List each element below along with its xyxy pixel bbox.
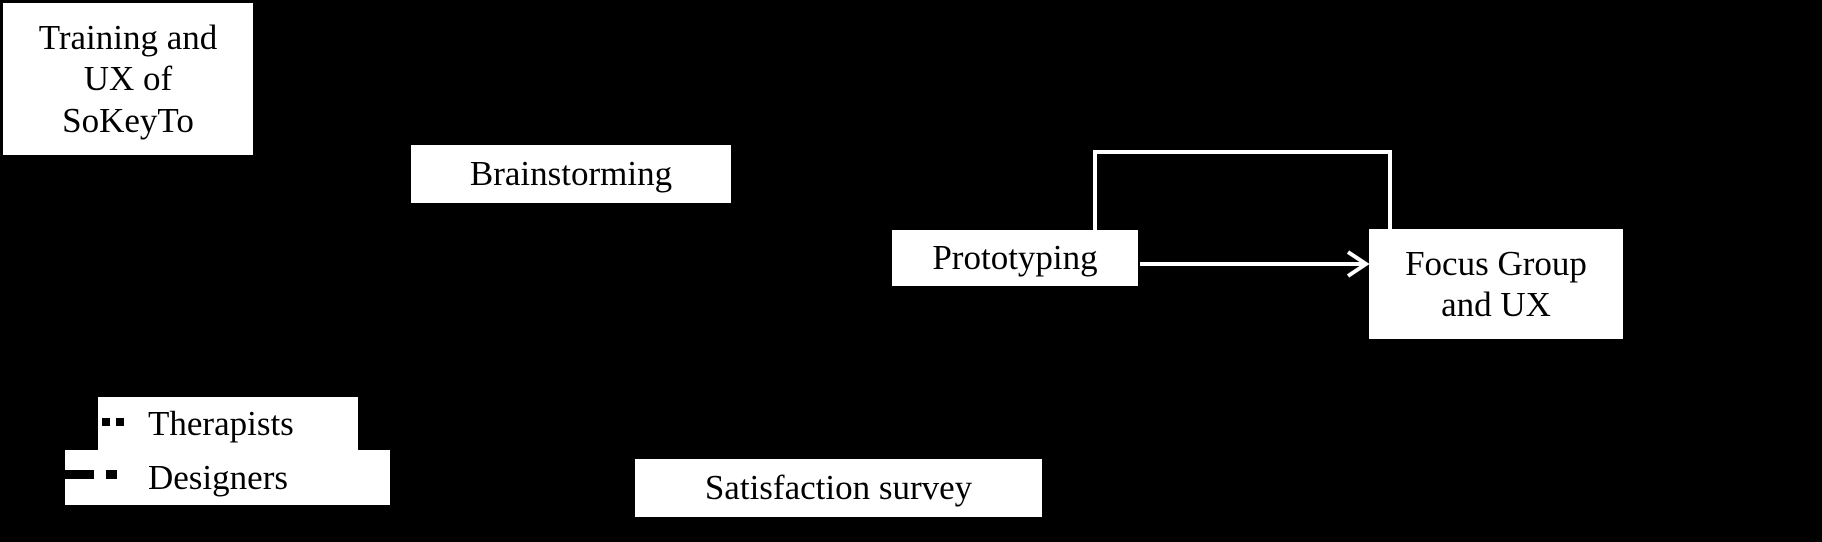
legend-label-therapists: Therapists — [148, 403, 294, 443]
dotted-line-icon — [88, 418, 130, 426]
legend-item-designers: Designers — [65, 450, 390, 505]
arrowhead-icon — [1346, 250, 1370, 278]
dash-dot-line-icon — [64, 470, 126, 479]
node-focus-group-and-ux[interactable]: Focus Group and UX — [1369, 229, 1623, 339]
node-training-and-ux-of-sokeyto[interactable]: Training and UX of SoKeyTo — [3, 3, 253, 155]
legend-item-therapists: Therapists — [98, 397, 358, 450]
connector-prototyping-to-focus-group-bracket — [1093, 150, 1392, 232]
legend-label-designers: Designers — [148, 457, 288, 497]
node-brainstorming[interactable]: Brainstorming — [411, 145, 731, 203]
node-satisfaction-survey[interactable]: Satisfaction survey — [635, 459, 1042, 517]
node-prototyping[interactable]: Prototyping — [892, 230, 1138, 286]
